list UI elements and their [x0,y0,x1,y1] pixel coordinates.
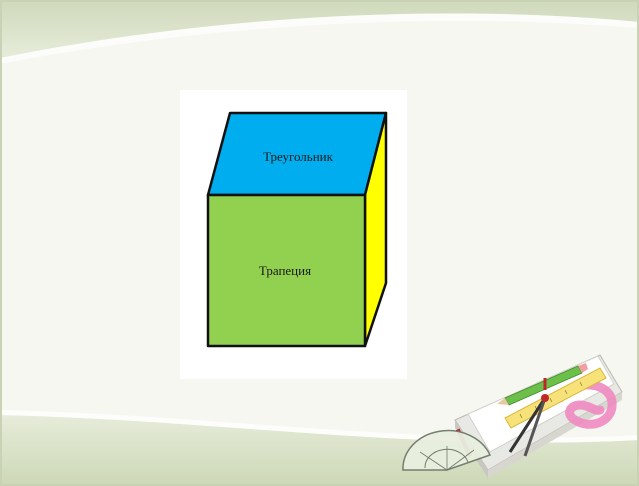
top-band-highlight [0,13,639,64]
ruler-icon [504,367,607,429]
top-band [0,0,639,58]
curve-template-icon [555,380,617,429]
protractor-icon [402,429,492,471]
cube-front-face [206,193,367,348]
front-face-label: Трапеция [258,263,312,278]
bottom-band-highlight [0,410,639,443]
top-face-label: Треугольник [263,149,333,164]
bottom-band [0,415,639,486]
compass-icon [508,378,549,457]
